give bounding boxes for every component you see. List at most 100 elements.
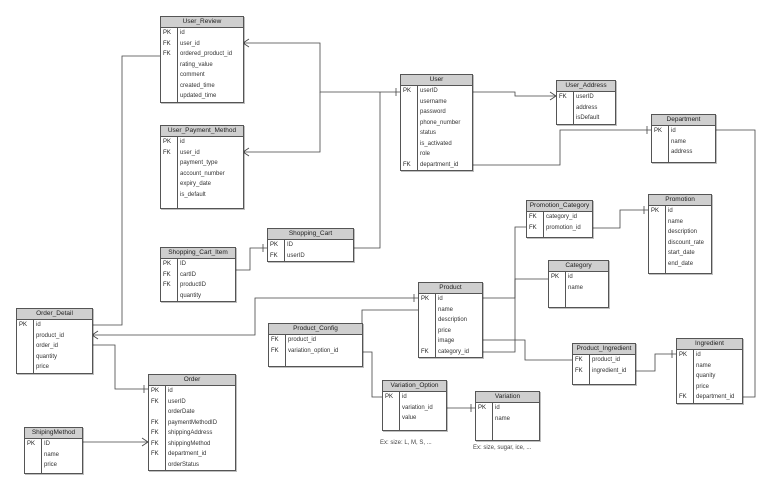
entity-field-row: name [677,361,742,372]
field-name-label: category_id [546,214,578,220]
field-name-label: end_date [668,260,694,267]
key-type-label: FK [151,419,159,426]
entity-field-row: is_activated [401,139,472,150]
field-name-label: status [420,130,437,136]
key-type-label: PK [551,274,560,280]
key-type-label: FK [271,347,279,354]
field-name-label: id [668,208,673,214]
entity-field-row: price [17,362,92,373]
field-name-label: address [671,149,693,155]
key-type-label: FK [151,398,159,405]
field-name-label: name [568,284,584,291]
entity-field-row: name [419,305,482,316]
entity-field-row: name [649,217,711,228]
entity-title: Product_Ingredient [573,344,635,355]
key-type-label: PK [163,261,172,267]
link-category-product [482,278,548,353]
key-type-label: FK [529,224,537,231]
entity-field-row: payment_type [161,158,243,169]
key-type-label: PK [403,88,412,94]
link-payment-method-user [243,92,321,153]
field-name-label: shippingAddress [168,430,213,436]
field-name-label: id [438,296,443,302]
key-type-label: FK [151,430,159,436]
field-name-label: id [180,139,185,145]
entity-field-row: description [419,315,482,326]
link-shopping-cart-user [353,92,381,249]
entity-field-row: orderStatus [149,460,235,471]
entity-field-row: price [25,460,82,471]
field-name-label: isDefault [576,115,600,121]
entity-field-row: password [401,107,472,118]
entity-field-row: end_date [649,259,711,270]
link-user-review-user [243,42,400,93]
field-name-label: quantity [180,292,202,299]
entity-field-row: name [652,137,715,148]
key-type-label: FK [270,252,278,259]
entity-title: Shopping_Cart [268,229,353,240]
field-name-label: name [668,218,684,225]
entity-field-row: role [401,149,472,160]
key-type-label: FK [163,51,171,57]
field-name-label: phone_number [420,119,461,126]
entity-field-row: price [419,326,482,337]
field-name-label: ID [180,261,186,267]
entity-title: Department [652,115,715,126]
field-name-label: quanity [696,373,716,379]
field-name-label: name [44,451,60,458]
entity-field-row: description [649,227,711,238]
entity-field-row: address [652,147,715,158]
field-name-label: userID [576,94,594,100]
field-name-label: promotion_id [546,224,581,231]
field-name-label: address [576,104,598,111]
field-name-label: order_id [36,343,59,349]
link-product-config-product [361,309,418,342]
field-name-label: account_number [180,170,225,177]
field-name-label: userID [287,252,305,259]
field-name-label: is_default [180,191,206,198]
variation-option-note: Ex: size: L, M, S, ... [380,440,432,446]
link-product-ingredient-ingredient [634,353,676,372]
field-name-label: department_id [420,161,459,168]
entity-field-row: PK id [419,294,482,305]
key-type-label: PK [19,322,28,328]
field-name-label: userID [168,398,186,405]
field-name-label: userID [420,88,438,94]
field-name-label: created_time [180,82,215,89]
field-name-label: name [696,362,712,369]
entity-title: Order_Detail [17,309,92,320]
key-type-label: PK [421,296,430,302]
field-name-label: discount_rate [668,239,705,246]
key-type-label: FK [421,348,429,355]
key-type-label: FK [575,367,583,374]
field-name-label: comment [180,72,205,78]
key-type-label: FK [163,40,171,47]
field-name-label: ordered_product_id [180,51,233,57]
